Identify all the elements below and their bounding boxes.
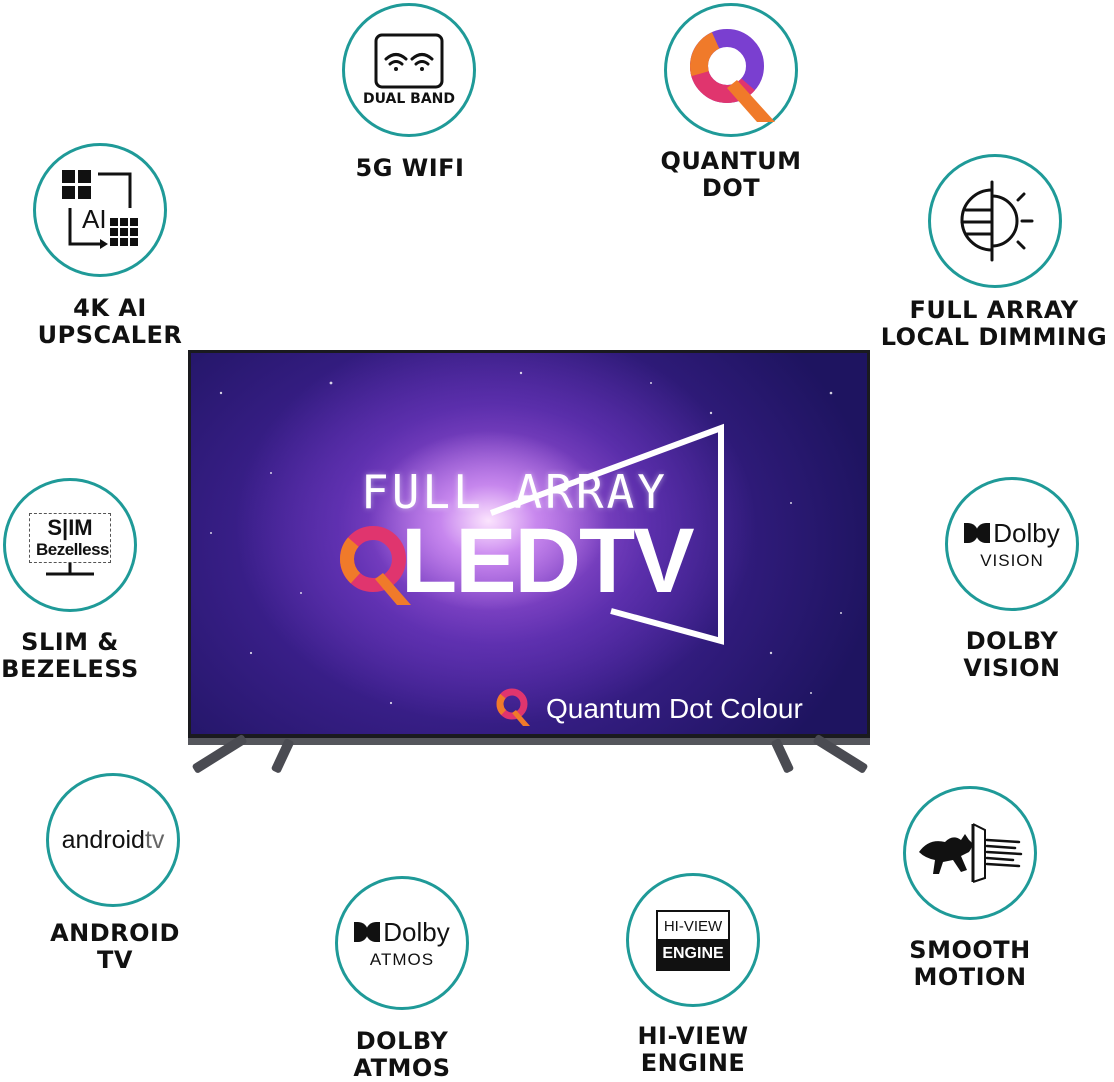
atmos-label-line2: ATMOS — [353, 1054, 451, 1082]
feature-vision-circle: Dolby VISION — [945, 477, 1079, 611]
feature-atmos-label: DOLBY ATMOS — [330, 1028, 474, 1082]
dolby-atmos-word: Dolby — [383, 916, 450, 947]
motion-label-line1: SMOOTH — [909, 936, 1031, 964]
feature-motion-label: SMOOTH MOTION — [894, 937, 1046, 991]
feature-wifi-label: 5G WIFI — [330, 155, 490, 182]
headline-ledtv: LEDTV — [401, 510, 695, 612]
feature-hiview-label: HI-VIEW ENGINE — [618, 1023, 768, 1077]
feature-wifi-circle: DUAL BAND — [342, 3, 476, 137]
feature-hiview-circle: HI-VIEW ENGINE — [626, 873, 760, 1007]
dimming-label-line2: LOCAL DIMMING — [880, 323, 1108, 351]
cheetah-motion-icon — [919, 823, 1023, 883]
quantum-dot-q-icon — [690, 29, 775, 122]
upscaler-label-line2: UPSCALER — [37, 321, 183, 349]
tv-bottom-bar — [188, 738, 870, 745]
vision-label-line2: VISION — [963, 654, 1061, 682]
tv-stand-icon — [46, 563, 94, 576]
feature-dimming-label: FULL ARRAY LOCAL DIMMING — [874, 297, 1114, 351]
feature-android-label: ANDROID TV — [40, 920, 190, 974]
androidtv-logo-tv: tv — [144, 825, 165, 854]
hiview-label-line1: HI-VIEW — [637, 1022, 749, 1050]
wifi-badge-text: DUAL BAND — [362, 91, 456, 107]
tv-display: FULL ARRAY LEDTV Quantum Dot Colour — [188, 350, 870, 742]
wifi-icon — [374, 33, 444, 89]
wifi-label-line1: 5G WIFI — [355, 154, 465, 182]
androidtv-logo-android: android — [61, 825, 145, 854]
vision-label-line1: DOLBY — [965, 627, 1059, 655]
tv-screen: FULL ARRAY LEDTV Quantum Dot Colour — [191, 353, 867, 734]
motion-label-line2: MOTION — [913, 963, 1027, 991]
dolby-vision-sub: VISION — [980, 550, 1044, 570]
ai-icon-text: AI — [82, 204, 107, 234]
quantum-label-line1: QUANTUM — [660, 147, 802, 175]
feature-dimming-circle — [928, 154, 1062, 288]
headline-full-array: FULL ARRAY — [361, 465, 668, 519]
feature-upscaler-label: 4K AI UPSCALER — [20, 295, 200, 349]
feature-slim-circle: S|IM Bezelless — [3, 478, 137, 612]
slim-icon-top: S|IM — [47, 515, 93, 540]
slim-label-line1: SLIM & — [21, 628, 119, 656]
dimming-label-line1: FULL ARRAY — [909, 296, 1079, 324]
dolby-vision-word: Dolby — [993, 517, 1060, 548]
slim-label-line2: BEZELESS — [1, 655, 139, 683]
dolby-atmos-logo: Dolby — [354, 916, 450, 948]
feature-quantum-circle — [664, 3, 798, 137]
feature-quantum-label: QUANTUM DOT — [640, 148, 822, 202]
android-label-line2: TV — [97, 946, 133, 974]
dolby-atmos-sub: ATMOS — [369, 949, 435, 969]
upscaler-label-line1: 4K AI — [73, 294, 147, 322]
feature-motion-circle — [903, 786, 1037, 920]
tagline-quantum-dot-colour: Quantum Dot Colour — [546, 693, 803, 724]
feature-android-circle: androidtv — [46, 773, 180, 907]
dolby-vision-logo: Dolby — [964, 517, 1060, 549]
androidtv-logo: androidtv — [62, 826, 165, 855]
slim-bezel-icon: S|IM Bezelless — [29, 513, 111, 563]
quantum-label-line2: DOT — [701, 174, 761, 202]
feature-slim-label: SLIM & BEZELESS — [0, 629, 140, 683]
local-dimming-bulb-icon — [960, 180, 1034, 262]
android-label-line1: ANDROID — [50, 919, 180, 947]
feature-atmos-circle: Dolby ATMOS — [335, 876, 469, 1010]
stars-decoration — [210, 371, 842, 726]
dolby-double-d-icon-atmos — [354, 922, 381, 942]
hiview-badge-top: HI-VIEW — [663, 917, 723, 935]
slim-icon-bottom: Bezelless — [36, 540, 110, 559]
feature-upscaler-circle: AI — [33, 143, 167, 277]
hiview-badge: HI-VIEW ENGINE — [656, 909, 730, 971]
ai-upscaler-icon: AI — [62, 170, 138, 249]
hiview-label-line2: ENGINE — [640, 1049, 746, 1077]
hiview-badge-bottom: ENGINE — [658, 938, 728, 969]
feature-vision-label: DOLBY VISION — [940, 628, 1084, 682]
atmos-label-line1: DOLBY — [355, 1027, 449, 1055]
dolby-double-d-icon — [964, 523, 991, 543]
